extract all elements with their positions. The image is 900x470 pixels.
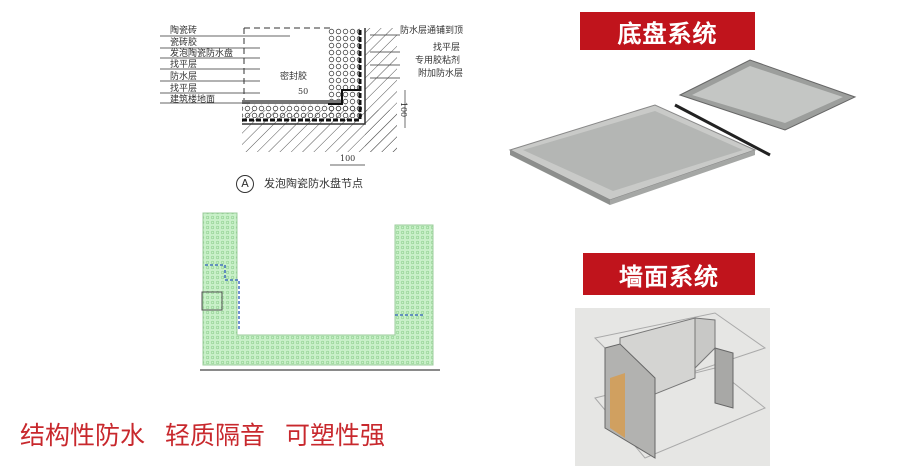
right-label: 附加防水层 (418, 69, 464, 79)
slogan-moldable: 可塑性强 (285, 421, 386, 450)
right-label: 防水层通铺到顶 (400, 26, 464, 36)
tray-system-image (505, 55, 865, 205)
right-label: 专用胶粘剂 (415, 56, 461, 66)
wall-system-image (575, 308, 770, 466)
green-section-svg (200, 212, 440, 371)
wall-system-banner: 墙面系统 (583, 253, 755, 295)
slogan-row: 结构性防水轻质隔音可塑性强 (20, 416, 405, 452)
green-section-drawing (195, 205, 445, 375)
tray-3d-svg (508, 59, 857, 205)
left-label: 找平层 (170, 84, 198, 94)
dim-100-vertical: 100 (399, 101, 409, 118)
dim-100-horizontal: 100 (340, 154, 356, 163)
slogan-lightweight-soundproof: 轻质隔音 (165, 421, 266, 450)
left-label: 陶瓷砖 (170, 26, 198, 36)
tray-system-banner: 底盘系统 (580, 12, 755, 50)
left-label: 发泡陶瓷防水盘 (170, 49, 234, 59)
slogan-structural-waterproof: 结构性防水 (20, 421, 146, 450)
wall-3d-svg (593, 312, 767, 459)
left-label: 找平层 (170, 60, 198, 70)
dim-50: 50 (298, 87, 309, 96)
drawing-caption: 发泡陶瓷防水盘节点 (264, 177, 363, 190)
detail-drawing-svg (160, 27, 406, 166)
right-label: 找平层 (433, 43, 461, 53)
detail-drawing: 陶瓷砖 瓷砖胶 发泡陶瓷防水盘 找平层 防水层 找平层 建筑楼地面 防水层通铺到… (160, 0, 480, 200)
sealant-label: 密封胶 (280, 72, 308, 82)
caption-marker: A (236, 175, 254, 193)
left-label: 瓷砖胶 (170, 38, 198, 48)
left-label: 建筑楼地面 (170, 95, 216, 105)
left-label: 防水层 (170, 72, 198, 82)
